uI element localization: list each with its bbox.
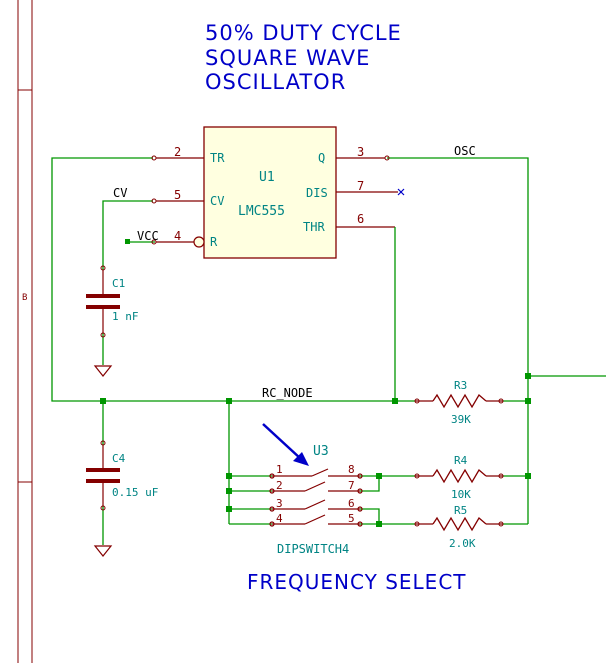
c1-plate-top <box>86 294 120 298</box>
wire-osc <box>387 157 529 524</box>
r3-value: 39K <box>451 413 471 426</box>
r4-ref: R4 <box>454 454 468 467</box>
net-label-vcc: VCC <box>137 229 159 243</box>
c1-plate-bottom <box>86 305 120 309</box>
u3-pin-1: 1 <box>276 463 283 476</box>
title-block: 50% DUTY CYCLE SQUARE WAVE OSCILLATOR <box>205 21 402 94</box>
u1-pin-7-num: 7 <box>357 179 364 193</box>
r4-resistor: R4 10K <box>414 454 504 501</box>
u3-pin-6: 6 <box>348 497 355 510</box>
junction <box>226 488 232 494</box>
junction <box>226 398 232 404</box>
junction <box>125 239 130 244</box>
u3-value: DIPSWITCH4 <box>277 542 349 556</box>
border-row-label: B <box>22 293 27 303</box>
pin-end <box>151 155 157 161</box>
pin-end <box>384 155 390 161</box>
junction <box>100 398 106 404</box>
junction <box>226 473 232 479</box>
title-line-3: OSCILLATOR <box>205 70 346 94</box>
net-label-rc-node: RC_NODE <box>262 386 313 400</box>
u3-pin-3: 3 <box>276 497 283 510</box>
u3-pin-numbers: 1 2 3 4 8 7 6 5 <box>276 463 355 525</box>
c4-ref: C4 <box>112 452 126 465</box>
u1-lmc555: U1 LMC555 TR CV R Q DIS THR 2 5 4 3 7 6 <box>151 126 405 401</box>
wire-sw-6-5 <box>360 508 380 525</box>
c4-plate-top <box>86 468 120 472</box>
u1-body <box>203 126 337 259</box>
u1-pin-5-name: CV <box>210 194 224 208</box>
u1-pin-7-name: DIS <box>306 186 328 200</box>
r3-resistor: R3 39K <box>414 379 504 426</box>
arrow-icon <box>262 423 309 466</box>
wire-tr <box>51 157 395 402</box>
junction <box>226 506 232 512</box>
sheet-border <box>17 0 33 663</box>
u3-pin-4: 4 <box>276 512 283 525</box>
u1-value: LMC555 <box>238 204 285 219</box>
u3-dipswitch <box>269 468 363 527</box>
wire-cv <box>102 200 153 270</box>
pin-end <box>151 239 157 245</box>
r5-ref: R5 <box>454 504 467 517</box>
junction <box>525 398 531 404</box>
r5-value: 2.0K <box>449 537 476 550</box>
u3-pin-2: 2 <box>276 479 283 492</box>
u3-pin-7: 7 <box>348 479 355 492</box>
junction <box>525 373 531 379</box>
c4-value: 0.15 uF <box>112 486 158 499</box>
junction <box>376 473 382 479</box>
junction <box>376 521 382 527</box>
u1-pin-2-name: TR <box>210 151 225 165</box>
net-label-osc: OSC <box>454 144 476 158</box>
c1-ref: C1 <box>112 277 125 290</box>
u1-ref: U1 <box>259 170 275 185</box>
r3-ref: R3 <box>454 379 467 392</box>
frequency-select-label: FREQUENCY SELECT <box>247 570 467 594</box>
u1-pin-4-num: 4 <box>174 229 181 243</box>
ground-icon <box>93 545 113 557</box>
r4-value: 10K <box>451 488 471 501</box>
r5-resistor: R5 2.0K <box>414 504 504 550</box>
u1-reset-inversion <box>193 236 205 248</box>
u1-pin-5-num: 5 <box>174 188 181 202</box>
title-line-1: 50% DUTY CYCLE <box>205 21 402 45</box>
c1-capacitor: C1 1 nF <box>86 265 139 338</box>
u3-ref: U3 <box>313 444 329 459</box>
u1-pin-3-name: Q <box>318 151 325 165</box>
c4-plate-bottom <box>86 479 120 483</box>
junction <box>525 473 531 479</box>
junctions <box>100 239 531 527</box>
u1-pin-3-num: 3 <box>357 145 364 159</box>
u3-pin-8: 8 <box>348 463 355 476</box>
pin-end <box>151 198 157 204</box>
u1-pin-6-name: THR <box>303 220 325 234</box>
u1-pin-4-name: R <box>210 235 218 249</box>
u1-pin-6-num: 6 <box>357 212 364 226</box>
c4-capacitor: C4 0.15 uF <box>86 440 158 511</box>
wire-sw-8-7 <box>360 475 380 492</box>
u1-pin-2-num: 2 <box>174 145 181 159</box>
title-line-2: SQUARE WAVE <box>205 46 370 70</box>
ground-icon <box>93 365 113 377</box>
net-label-cv: CV <box>113 186 127 200</box>
u3-pin-5: 5 <box>348 512 355 525</box>
c1-value: 1 nF <box>112 310 139 323</box>
no-connect-icon <box>397 188 405 196</box>
